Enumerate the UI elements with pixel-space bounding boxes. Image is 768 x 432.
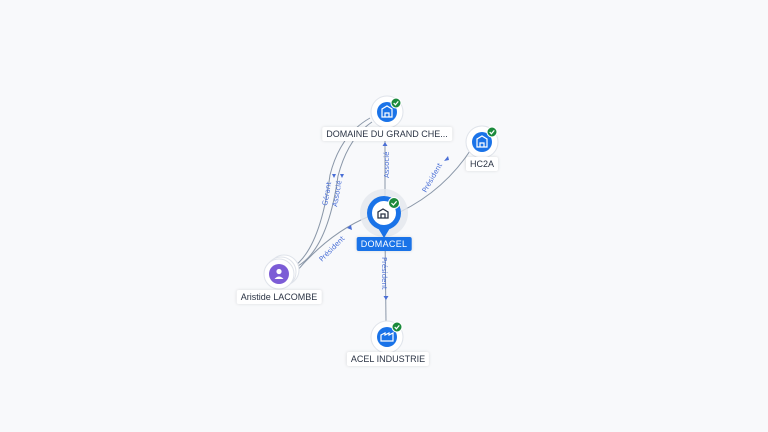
verified-check-icon — [391, 321, 403, 333]
arrow-marker — [383, 296, 389, 300]
arrow-marker — [332, 174, 336, 178]
company-icon — [377, 327, 397, 347]
verified-check-icon — [390, 97, 402, 109]
node-domaine[interactable] — [370, 95, 404, 129]
arrow-marker — [347, 225, 352, 230]
node-label-domacel[interactable]: DOMACEL — [356, 237, 412, 251]
node-acel[interactable] — [370, 320, 404, 354]
verified-check-icon — [388, 197, 400, 209]
edge-domacel-hc2a — [399, 147, 473, 213]
building-icon — [381, 105, 393, 118]
node-aristide[interactable] — [263, 254, 300, 290]
arrow-marker — [382, 142, 388, 146]
node-hc2a[interactable] — [465, 125, 499, 159]
node-label-hc2a[interactable]: HC2A — [465, 157, 499, 171]
edge-label-aristide-domaine-2: Associé — [331, 180, 343, 207]
edge-label-aristide-domacel: Président — [318, 234, 347, 263]
building-icon — [476, 135, 488, 148]
arrow-marker — [340, 174, 344, 178]
edge-label-domacel-hc2a: Président — [421, 162, 444, 194]
building-icon — [377, 208, 389, 219]
node-domacel[interactable] — [360, 189, 408, 238]
verified-check-icon — [486, 126, 498, 138]
factory-icon — [380, 332, 394, 342]
edge-label-domacel-acel: Président — [380, 257, 388, 290]
node-label-aristide[interactable]: Aristide LACOMBE — [236, 290, 322, 304]
edge-label-domacel-domaine: Associé — [383, 152, 391, 178]
node-label-domaine[interactable]: DOMAINE DU GRAND CHE... — [322, 127, 452, 141]
arrow-marker — [444, 156, 449, 161]
node-label-acel[interactable]: ACEL INDUSTRIE — [346, 352, 430, 366]
